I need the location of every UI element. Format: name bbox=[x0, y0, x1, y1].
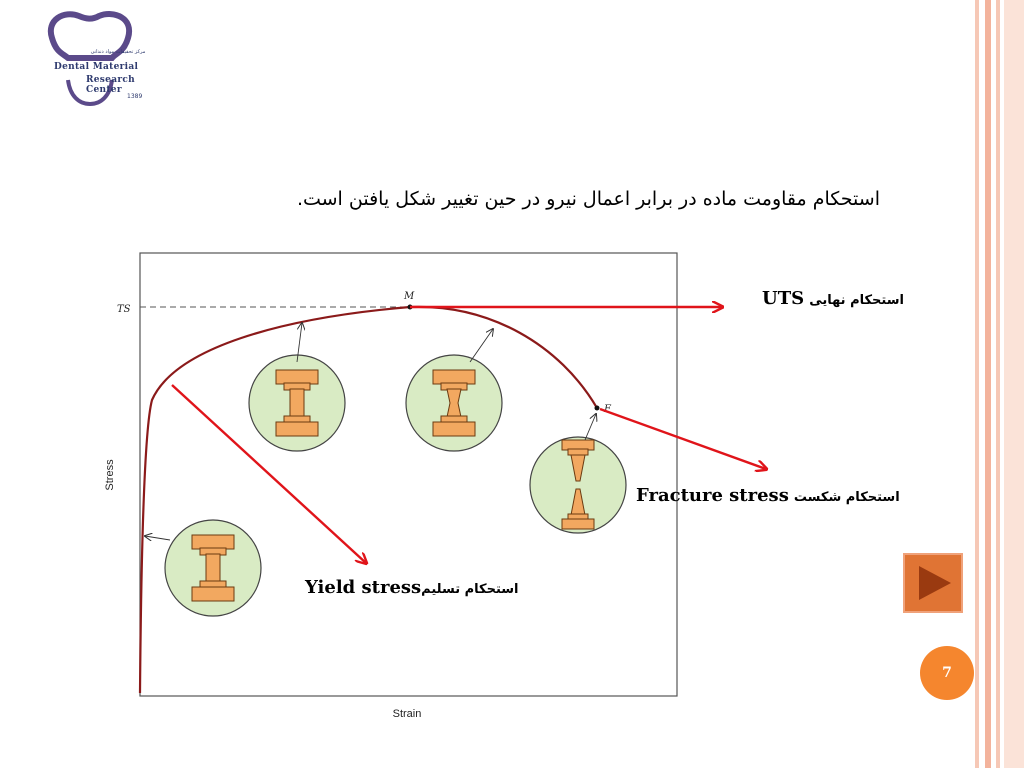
tooth-logo-icon bbox=[47, 11, 133, 107]
border-stripe bbox=[1004, 0, 1024, 768]
play-arrow-icon bbox=[919, 566, 951, 600]
logo-line-1: Dental Material bbox=[54, 62, 139, 72]
specimen-necking bbox=[405, 329, 503, 452]
page-number-badge: 7 bbox=[920, 646, 974, 700]
fracture-annotation: Fracture stress استحکام شکست bbox=[636, 485, 900, 506]
specimen-elastic bbox=[145, 519, 262, 617]
fracture-label-en: Fracture stress bbox=[636, 485, 789, 506]
ts-label: TS bbox=[117, 304, 131, 315]
fracture-point-marker bbox=[594, 405, 600, 411]
border-stripe bbox=[975, 0, 979, 768]
yield-arrow bbox=[171, 384, 366, 563]
m-label: M bbox=[403, 291, 415, 302]
f-label: F bbox=[603, 404, 612, 415]
y-axis-label: Stress bbox=[104, 459, 116, 491]
dental-material-logo: مرکز تحقیقات مواد دندانی Dental Material… bbox=[24, 8, 164, 110]
uts-label-en: UTS bbox=[762, 288, 805, 309]
yield-annotation: Yield stressاستحکام تسلیم bbox=[305, 577, 519, 598]
fracture-label-fa: استحکام شکست bbox=[793, 490, 900, 505]
next-slide-button[interactable] bbox=[903, 553, 963, 613]
x-axis-label: Strain bbox=[393, 708, 422, 720]
yield-label-fa: استحکام تسلیم bbox=[421, 582, 519, 597]
logo-line-2: Research Center bbox=[86, 75, 135, 95]
logo-tagline: مرکز تحقیقات مواد دندانی bbox=[90, 49, 146, 55]
uts-annotation: UTS استحکام نهایی bbox=[762, 288, 904, 309]
fracture-arrow bbox=[599, 407, 766, 469]
yield-label-en: Yield stress bbox=[305, 577, 422, 598]
border-stripe bbox=[985, 0, 991, 768]
logo-year: 1389 bbox=[127, 93, 143, 100]
specimen-yield bbox=[248, 323, 346, 452]
stress-strain-curve bbox=[138, 305, 598, 694]
specimen-fracture bbox=[529, 414, 627, 534]
uts-label-fa: استحکام نهایی bbox=[809, 293, 904, 308]
slide-heading: استحکام مقاومت ماده در برابر اعمال نیرو … bbox=[296, 188, 880, 210]
border-stripe bbox=[996, 0, 1000, 768]
